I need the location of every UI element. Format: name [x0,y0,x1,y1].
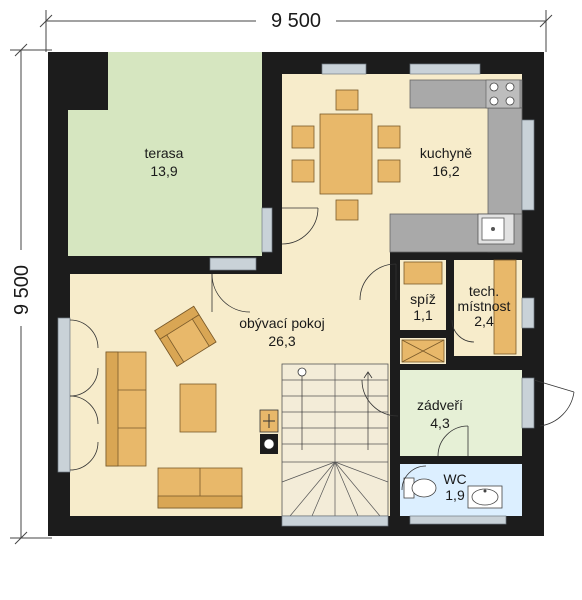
windows [57,63,535,527]
tech-unit [493,259,517,355]
living-room-area: 26,3 [268,333,295,349]
tech-room-name-2: místnost [458,298,511,314]
chair [291,125,315,149]
kitchen-area: 16,2 [432,163,459,179]
stove-icon [485,79,521,109]
dimension-left: 9 500 [8,43,52,545]
wc-name: WC [443,471,466,487]
terrace-label: terasa 13,9 [145,145,184,179]
kitchen-label: kuchyně 16,2 [420,145,472,179]
dimension-top: 9 500 [39,8,553,52]
chair [377,159,401,183]
doors [69,207,575,491]
hall-name: zádveří [417,397,463,413]
chimney-icon [259,409,279,454]
hall-floor [400,370,522,456]
hall-area: 4,3 [430,415,450,431]
wc-area: 1,9 [445,487,465,503]
kitchen-name: kuchyně [420,145,472,161]
chair [291,159,315,183]
sink-icon [477,213,515,245]
staircase [281,363,389,517]
dining-table [291,89,401,221]
sofa-bottom [157,467,243,509]
chair [335,199,359,221]
tech-room-label: tech. místnost 2,4 [458,283,511,329]
pantry-name: spíž [410,291,436,307]
dimension-width-label: 9 500 [271,10,321,32]
chair [377,125,401,149]
chair [335,89,359,111]
terrace-area: 13,9 [150,163,177,179]
tech-room-area: 2,4 [474,313,494,329]
terrace-name: terasa [145,145,184,161]
pantry-label: spíž 1,1 [410,291,436,323]
wc-label: WC 1,9 [443,471,466,503]
tech-room-name-1: tech. [469,283,499,299]
hall-label: zádveří 4,3 [417,397,463,431]
washbasin-icon [467,485,503,509]
pantry-shelf [403,261,443,285]
kitchen-counter [389,79,523,253]
living-room-label: obývací pokoj 26,3 [239,315,325,349]
pantry-area: 1,1 [413,307,433,323]
terrace-floor [68,52,262,256]
toilet-icon [403,477,437,499]
coffee-table [179,383,217,433]
living-room-name: obývací pokoj [239,315,325,331]
sofa-left [105,351,147,467]
dimension-height-label: 9 500 [11,265,33,315]
armchair [154,305,217,367]
storage-box [401,339,445,363]
